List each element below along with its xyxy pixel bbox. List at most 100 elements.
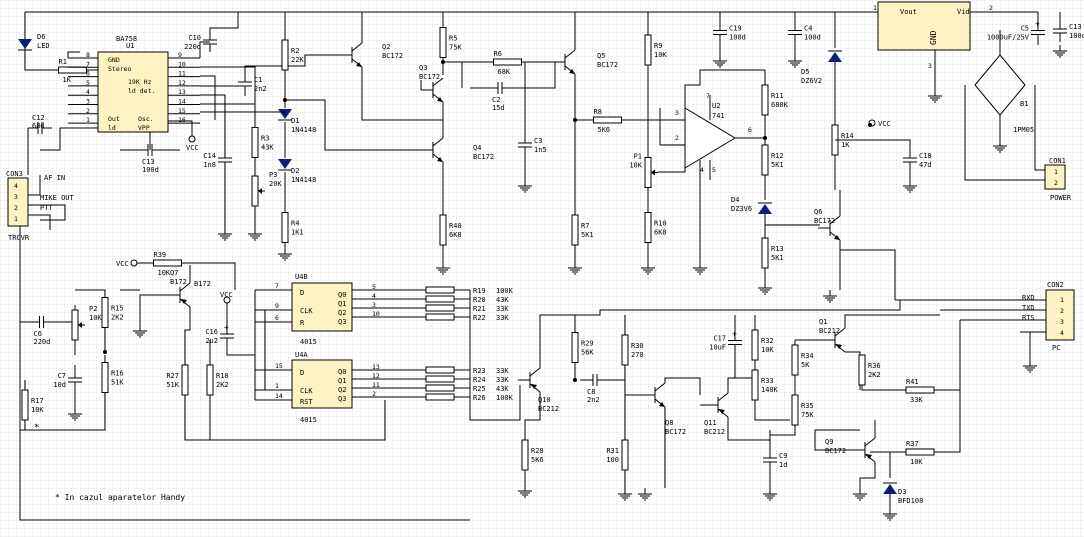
capacitor-c12 xyxy=(28,122,52,134)
ic-u1-pin-number: 9 xyxy=(178,51,182,59)
resistor-r4 xyxy=(281,210,289,245)
diode-d5 xyxy=(828,50,842,62)
resistor-value: 51K xyxy=(111,379,124,387)
opamp-u2 xyxy=(684,107,736,169)
transistor-value: BC172 xyxy=(473,153,494,161)
opamp-pin: 4 xyxy=(700,166,704,174)
capacitor-c4 xyxy=(788,20,802,45)
capacitor-value: 2n2 xyxy=(254,85,267,93)
pot-ref: P1 xyxy=(634,153,642,161)
con2-label: PC xyxy=(1052,344,1060,352)
diode-value: 1N4148 xyxy=(291,126,316,134)
resistor-value: 6K8 xyxy=(449,231,462,239)
diode-ref: D5 xyxy=(801,68,809,76)
con3-pin: 4 xyxy=(14,182,18,190)
pot-value: 20K xyxy=(269,180,282,188)
transistor-q1 xyxy=(823,327,846,353)
resistor-ref: R26 xyxy=(473,394,486,402)
resistor-value: 140K xyxy=(761,386,779,394)
emitter-arrow xyxy=(834,235,840,240)
resistor-value: 33K xyxy=(496,376,509,384)
resistor-ref: R33 xyxy=(761,377,774,385)
ic-u1-pin-number: 5 xyxy=(86,79,90,87)
ground-symbol xyxy=(763,488,777,501)
pot-ref: P3 xyxy=(269,171,277,179)
junction-dot xyxy=(103,350,107,354)
ic-u4a-pin: D xyxy=(300,369,304,377)
opamp-u2-name: 741 xyxy=(712,112,725,120)
resistor-value: 10K xyxy=(31,406,44,414)
resistor-value: 5K1 xyxy=(771,161,784,169)
resistor-r29 xyxy=(571,330,579,365)
resistor-value: 2K2 xyxy=(111,314,124,322)
regulator-pin: 1 xyxy=(873,4,877,12)
wire xyxy=(727,377,735,393)
ic-u1-pin-number: 6 xyxy=(86,70,90,78)
capacitor-value: 220d xyxy=(34,338,51,346)
ic-u4b-pin: R xyxy=(300,319,305,327)
capacitor-c13 xyxy=(1053,20,1067,42)
resistor-ref: R17 xyxy=(31,397,44,405)
resistor-r13 xyxy=(761,236,769,270)
potentiometer-p2 xyxy=(71,305,85,345)
resistor-value: 33K xyxy=(496,314,509,322)
resistor-value: 100 xyxy=(606,456,619,464)
ic-u1-pin-number: 12 xyxy=(178,79,186,87)
vcc-label: VCC xyxy=(116,260,129,268)
resistor-value: 10K xyxy=(761,346,774,354)
resistor-r20 xyxy=(410,295,470,303)
con3-ref: CON3 xyxy=(6,170,23,178)
wire xyxy=(684,69,765,108)
capacitor-value: 1d xyxy=(779,461,787,469)
ic-u1-pin-number: 14 xyxy=(178,98,186,106)
ic-u1-pin-number: 2 xyxy=(86,107,90,115)
emitter-arrow xyxy=(437,97,443,102)
capacitor-value: 1n5 xyxy=(534,146,547,154)
ic-u1-text: VPP xyxy=(138,124,150,132)
capacitor-ref: C3 xyxy=(534,137,542,145)
capacitor-c18 xyxy=(903,150,917,170)
resistor-value: 1K1 xyxy=(291,229,304,237)
diode-d4 xyxy=(758,202,772,214)
transistor-value: BC172 xyxy=(419,73,440,81)
resistor-value: 5K1 xyxy=(771,254,784,262)
capacitor-c3 xyxy=(518,128,532,162)
wire xyxy=(530,62,556,89)
ground-symbol xyxy=(568,262,582,275)
resistor-r33 xyxy=(751,365,759,405)
resistor-r28 xyxy=(521,439,529,471)
capacitor-value: 2n2 xyxy=(587,396,600,404)
transistor-ref: Q8 xyxy=(665,419,673,427)
transistor-value: BC172 xyxy=(814,217,835,225)
ic-u1-pin-number: 10 xyxy=(178,60,186,68)
capacitor-c13 xyxy=(120,144,180,156)
resistor-ref: R4 xyxy=(291,220,299,228)
capacitor-c7 xyxy=(68,365,82,395)
resistor-value: 100K xyxy=(496,287,514,295)
transistor-q2 xyxy=(340,42,363,68)
resistor-ref: R30 xyxy=(631,342,644,350)
ic-u4b-pin-number: 5 xyxy=(372,283,376,291)
transistor-q3 xyxy=(421,77,444,103)
resistor-ref: R15 xyxy=(111,305,124,313)
transistor-q9 xyxy=(853,437,876,463)
ic-u1-pin-number: 16 xyxy=(178,116,186,124)
capacitor-ref: C13 xyxy=(1069,23,1082,31)
wire xyxy=(524,392,541,440)
regulator-vin: Vid xyxy=(957,8,970,16)
wire xyxy=(859,462,876,488)
resistor-value: 75K xyxy=(449,44,462,52)
capacitor-value: 10uF xyxy=(709,344,726,352)
resistor-ref: R13 xyxy=(771,245,784,253)
diode-value: 1N4148 xyxy=(291,176,316,184)
transistor-value: BC172 xyxy=(825,447,846,455)
resistor-ref: R25 xyxy=(473,385,486,393)
wire xyxy=(844,314,940,328)
resistor-ref: R29 xyxy=(581,340,594,348)
con2-signal: TXD xyxy=(1022,304,1035,312)
ic-u4b-pin-number: 7 xyxy=(275,282,279,290)
ic-u4b-pin: Q2 xyxy=(338,309,346,317)
resistor-r25 xyxy=(410,384,470,392)
ground-symbol xyxy=(903,180,917,193)
